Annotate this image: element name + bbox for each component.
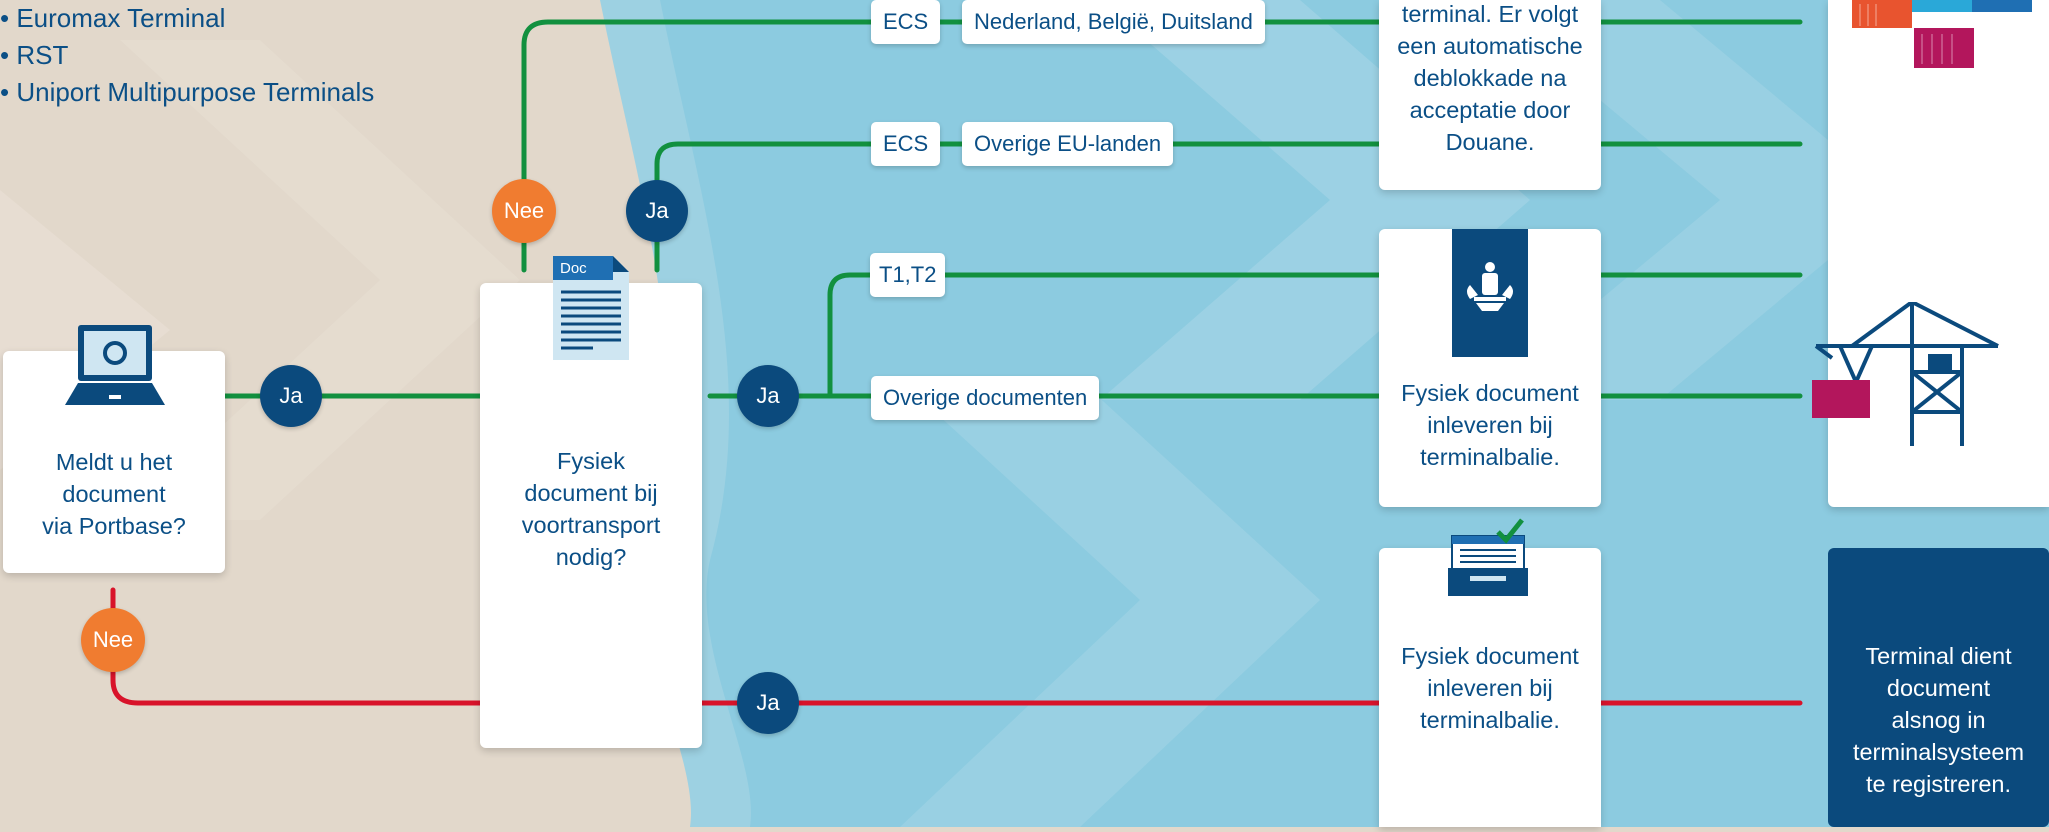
outcome-auto-unblock-text: terminal. Er volgt een automatische debl… bbox=[1397, 1, 1583, 155]
t1t2-label: T1,T2 bbox=[870, 253, 946, 297]
document-tray-check-icon bbox=[1448, 518, 1528, 596]
laptop-icon bbox=[65, 325, 165, 405]
terminal-list: • Euromax Terminal • RST • Uniport Multi… bbox=[0, 0, 374, 111]
ja-circle-red: Ja bbox=[737, 672, 799, 734]
outcome-deliver-1-box: Fysiek document inleveren bij terminalba… bbox=[1379, 229, 1601, 507]
crane-icon bbox=[1812, 302, 1999, 446]
outcome-deliver-1-text: Fysiek document inleveren bij terminalba… bbox=[1401, 380, 1579, 470]
destination-nl-be-de: Nederland, België, Duitsland bbox=[962, 0, 1265, 44]
question-portbase-text: Meldt u het document via Portbase? bbox=[42, 449, 186, 539]
outcome-terminal-register-text: Terminal dient document alsnog in termin… bbox=[1852, 643, 2025, 797]
question-physical-doc-box: Fysiek document bij voortransport nodig? bbox=[480, 283, 702, 748]
ja-circle-physical: Ja bbox=[737, 365, 799, 427]
ja-circle-portbase: Ja bbox=[260, 365, 322, 427]
question-portbase-box: Meldt u het document via Portbase? bbox=[3, 325, 225, 573]
rijksoverheid-logo-icon bbox=[1452, 229, 1528, 357]
terminal-item: • Uniport Multipurpose Terminals bbox=[0, 77, 375, 107]
destination-other-eu: Overige EU-landen bbox=[962, 122, 1174, 166]
ecs-label-1: ECS bbox=[871, 0, 941, 44]
port-illustration-panel bbox=[1828, 0, 2049, 507]
containers-icon bbox=[1852, 0, 2032, 68]
document-icon-label: Doc bbox=[560, 260, 587, 277]
terminal-item: • RST bbox=[0, 40, 69, 70]
outcome-terminal-register-box: Terminal dient document alsnog in termin… bbox=[1828, 548, 2049, 827]
ecs-label-2: ECS bbox=[871, 122, 941, 166]
terminal-item: • Euromax Terminal bbox=[0, 3, 226, 33]
outcome-auto-unblock-box: terminal. Er volgt een automatische debl… bbox=[1379, 0, 1601, 190]
nee-circle-portbase: Nee bbox=[81, 608, 145, 672]
ja-circle-ecs: Ja bbox=[626, 180, 688, 242]
document-icon bbox=[553, 256, 629, 360]
nee-circle-ecs: Nee bbox=[492, 179, 556, 243]
question-physical-doc-text: Fysiek document bij voortransport nodig? bbox=[521, 448, 661, 570]
overige-documenten-label: Overige documenten bbox=[871, 376, 1100, 420]
outcome-deliver-2-text: Fysiek document inleveren bij terminalba… bbox=[1401, 643, 1579, 733]
